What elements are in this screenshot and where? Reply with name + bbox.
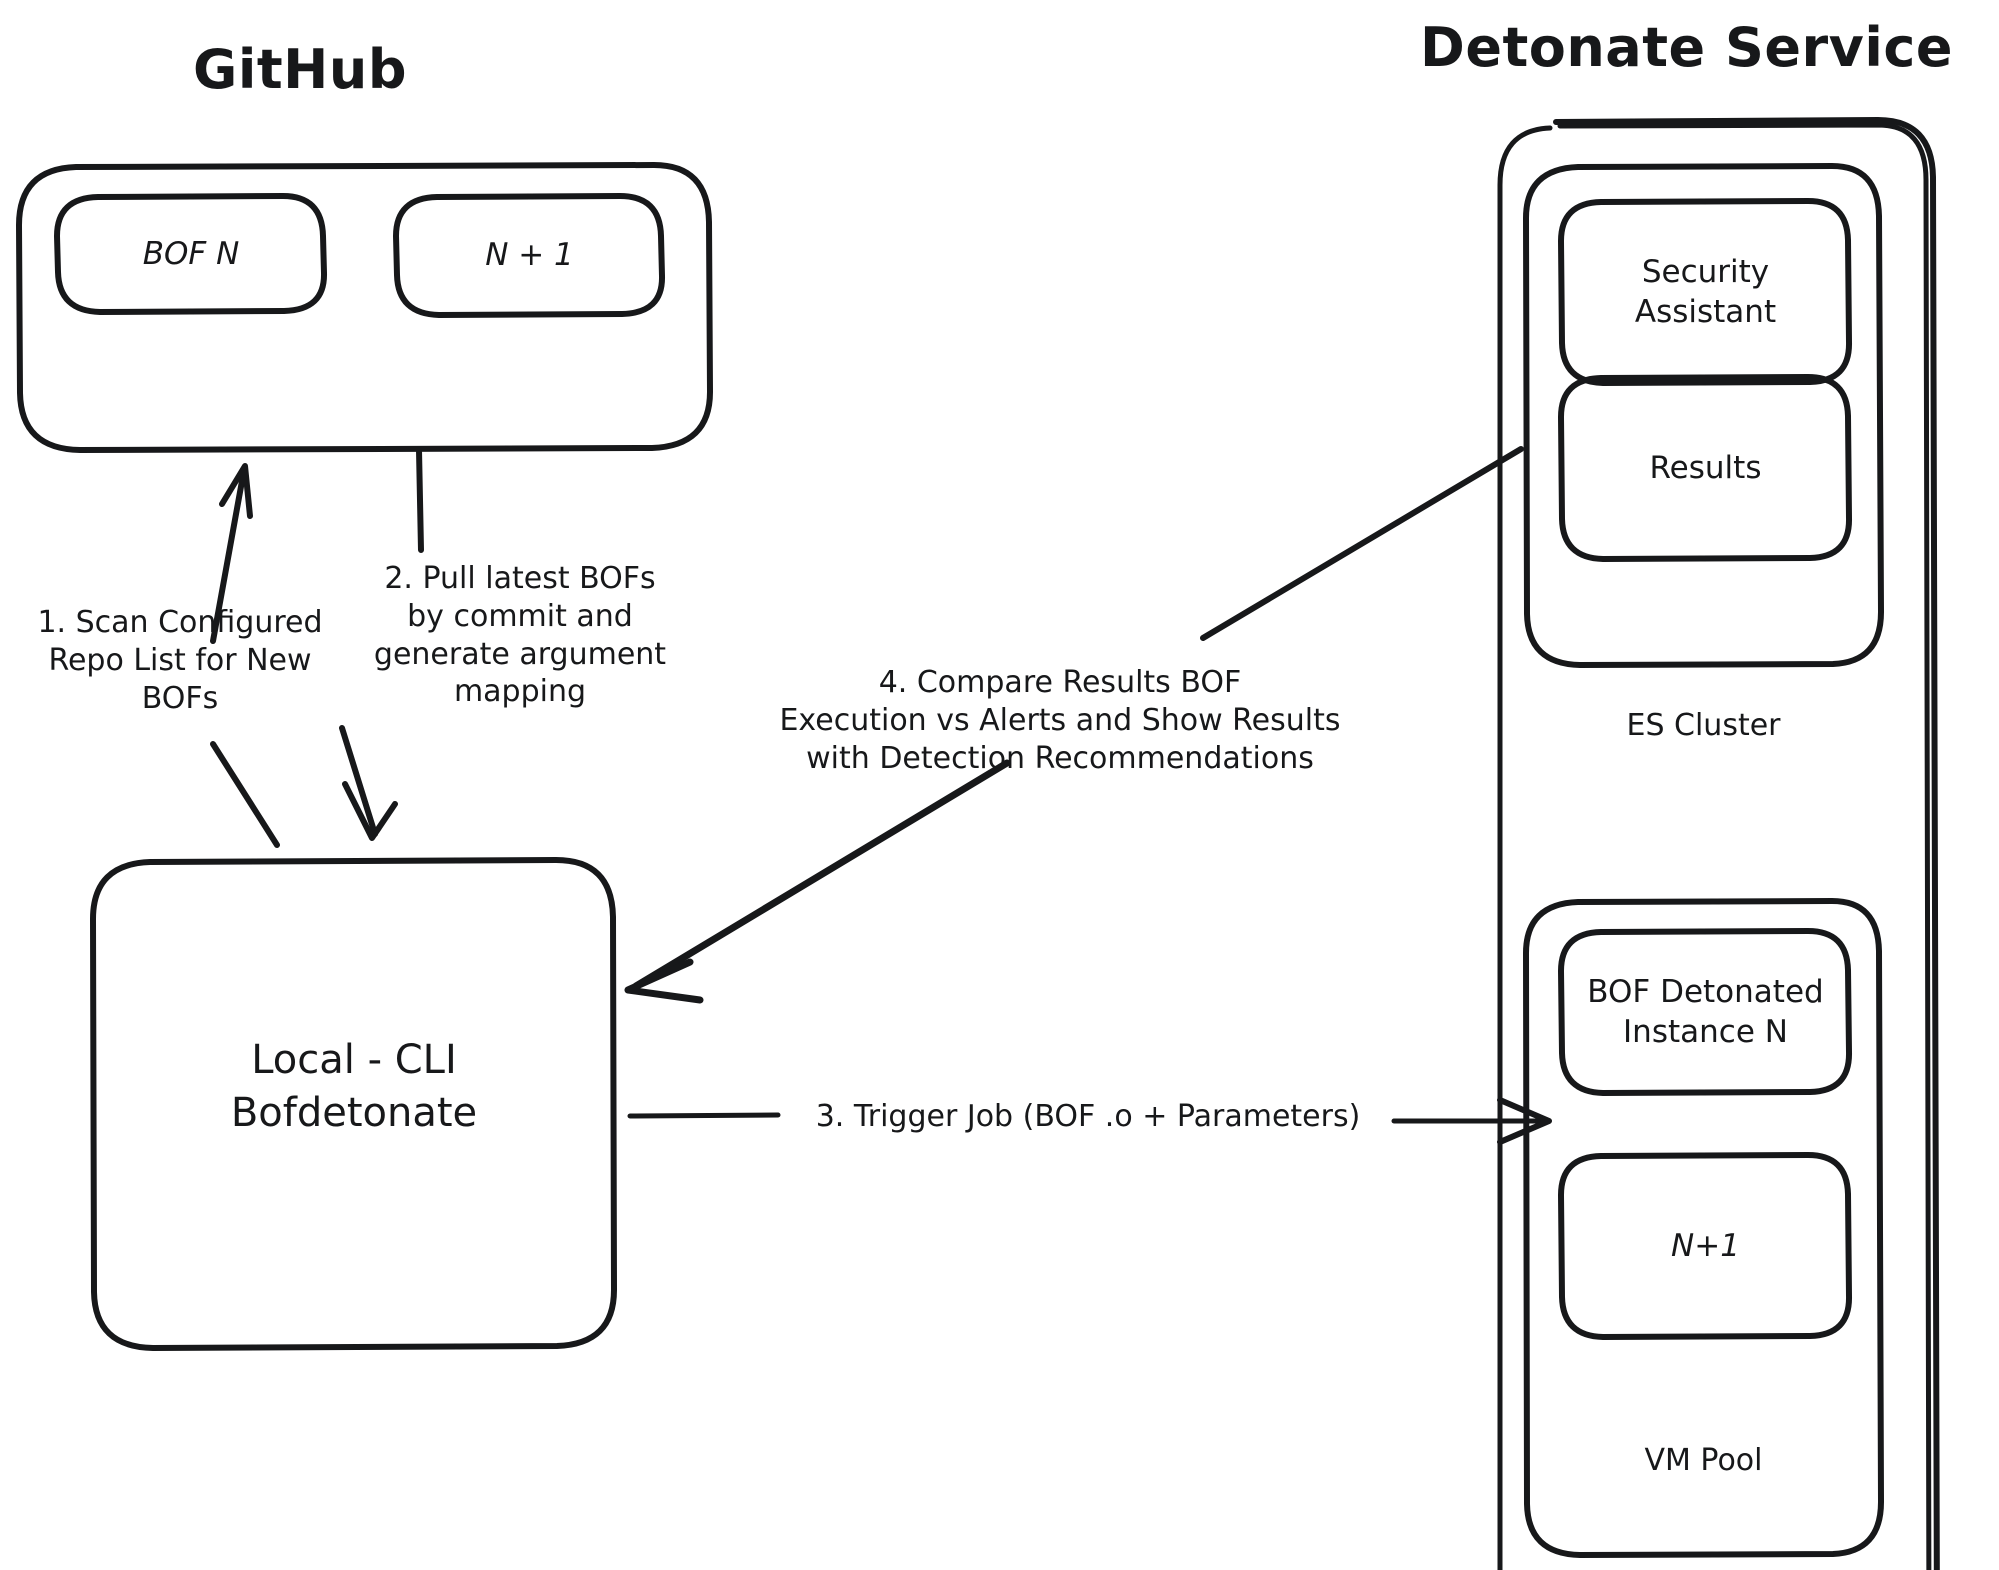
step-2-arrowhead [342,781,398,841]
vm-box-n-plus-1-label: N+1 [1671,1227,1740,1264]
step-4-label: 4. Compare Results BOF Execution vs Aler… [779,665,1341,776]
step-3-arrowhead [1497,1097,1552,1145]
step-2-arrow-lower [339,725,378,837]
github-box-n-plus-1-label: N + 1 [485,237,574,274]
step-4-line-lower [632,759,1011,990]
vm-box-bof-detonated-instance-label: BOF Detonated Instance N [1587,974,1824,1050]
local-cli-label-line2: Bofdetonate [230,1090,478,1136]
vm-pool-caption: VM Pool [1644,1443,1763,1478]
step-1-arrowhead [219,463,253,519]
local-cli-label-line1: Local - CLI [251,1037,457,1083]
github-title: GitHub [193,38,407,101]
step-3-line-left [627,1112,781,1119]
step-2-arrow-upper [416,447,424,553]
es-box-results-label: Results [1649,449,1762,486]
github-box-bof-n-label: BOF N [142,235,240,272]
detonate-service-container-outline-2 [1497,125,1553,1570]
es-box-security-assistant-label: Security Assistant [1634,254,1777,330]
detonate-service-title: Detonate Service [1420,16,1953,79]
step-1-arrow-lower [210,741,280,848]
step-1-label: 1. Scan Configured Repo List for New BOF… [37,605,323,716]
step-4-arrowhead [624,958,704,1004]
step-2-label: 2. Pull latest BOFs by commit and genera… [373,561,667,710]
es-cluster-caption: ES Cluster [1626,708,1781,743]
step-4-line-upper [1200,446,1524,641]
step-3-label: 3. Trigger Job (BOF .o + Parameters) [815,1099,1361,1134]
